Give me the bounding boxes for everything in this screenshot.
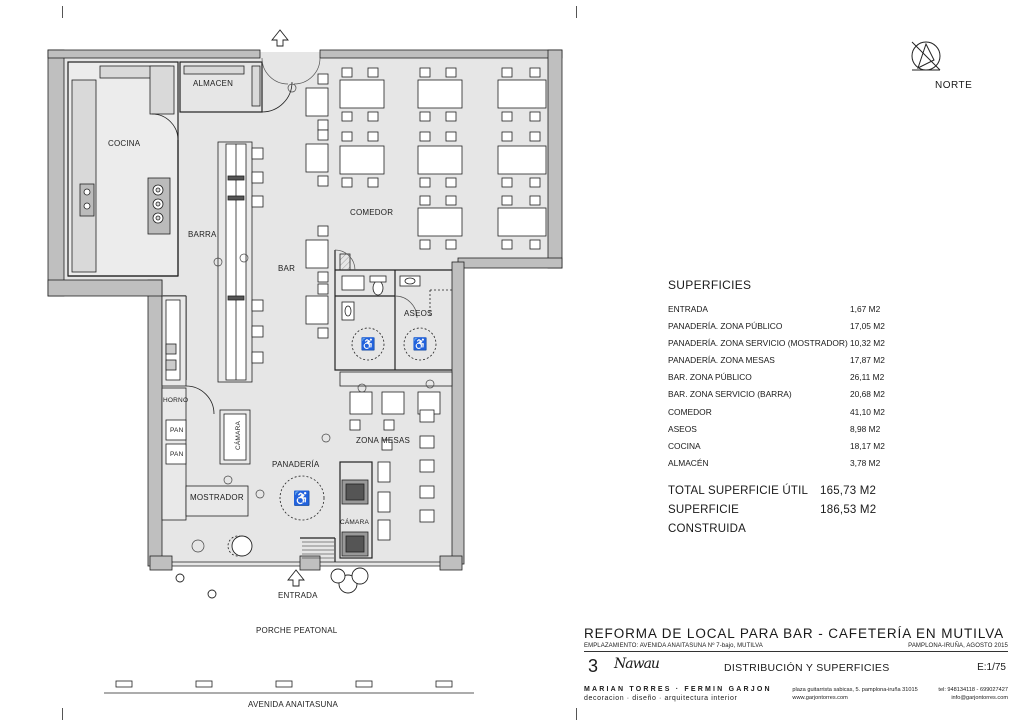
surface-row: BAR. ZONA SERVICIO (BARRA)20,68 M2 — [668, 389, 885, 400]
project-date: PAMPLONA-IRUÑA, AGOSTO 2015 — [908, 643, 1008, 649]
accessible-icon: ♿ — [413, 337, 428, 351]
exterior-walls — [47, 49, 563, 567]
signature: Nawau — [614, 656, 660, 672]
exterior-planters — [175, 535, 369, 599]
north-arrow-icon — [911, 41, 941, 71]
room-label-barra: BARRA — [188, 230, 217, 239]
dining-tables — [339, 67, 547, 250]
room-label-horno: HORNO — [163, 397, 188, 404]
cold-rooms — [341, 479, 369, 557]
firm-info: MARIAN TORRES · FERMIN GARJON decoracion… — [584, 686, 1008, 702]
firm-tagline: decoracion · diseño · arquitectura inter… — [584, 695, 738, 702]
crop-mark — [576, 6, 577, 18]
entrance-threshold — [302, 541, 334, 559]
label-porche-peatonal: PORCHE PEATONAL — [256, 626, 338, 635]
room-label-panaderia: PANADERÍA — [272, 460, 320, 469]
room-label-pan-2: PAN — [170, 451, 184, 458]
kitchen-equipment — [71, 65, 179, 273]
bakery-counter — [161, 295, 251, 521]
label-avenida: AVENIDA ANAITASUNA — [248, 700, 338, 709]
bakery-tables — [339, 371, 453, 541]
sheet-scale: E:1/75 — [977, 662, 1006, 673]
decorative-figures — [191, 83, 435, 553]
room-label-bar: BAR — [278, 264, 295, 273]
firm-name: MARIAN TORRES · FERMIN GARJON — [584, 686, 772, 693]
sheet-title: DISTRIBUCIÓN Y SUPERFICIES — [724, 662, 890, 674]
room-label-zona-mesas: ZONA MESAS — [356, 436, 410, 445]
crop-mark — [62, 6, 63, 18]
crop-mark — [62, 708, 63, 720]
room-label-cocina: COCINA — [108, 139, 141, 148]
room-label-camara-2: CÁMARA — [340, 517, 369, 526]
crop-mark — [576, 708, 577, 720]
room-label-camara-1: CÁMARA — [233, 421, 242, 450]
bar-counter — [217, 141, 253, 383]
accessible-icon: ♿ — [361, 337, 376, 351]
surface-row: PANADERÍA. ZONA SERVICIO (MOSTRADOR)10,3… — [668, 338, 885, 349]
bar-tables — [305, 73, 329, 339]
firm-phone: tel: 948134118 - 699027427 — [938, 687, 1008, 693]
title-block: REFORMA DE LOCAL PARA BAR - CAFETERÍA EN… — [584, 626, 1008, 702]
room-label-pan-1: PAN — [170, 427, 184, 434]
firm-web: www.garjontorres.com — [792, 695, 848, 701]
surfaces-title: SUPERFICIES — [668, 278, 752, 292]
restroom-fixtures — [339, 253, 452, 361]
sheet-number: 3 — [588, 656, 599, 676]
north-label: NORTE — [935, 80, 973, 91]
street-markers — [104, 680, 474, 694]
firm-email: info@garjontorres.com — [951, 695, 1008, 701]
divider — [584, 651, 1008, 652]
room-label-aseos: ASEOS — [404, 309, 433, 318]
project-title: REFORMA DE LOCAL PARA BAR - CAFETERÍA EN… — [584, 626, 1005, 641]
firm-address: plaza guitarrista sabicas, 5. pamplona-i… — [792, 687, 918, 693]
door-swings — [261, 57, 418, 319]
project-location: EMPLAZAMIENTO: AVENIDA ANAITASUNA Nº 7-b… — [584, 643, 763, 649]
accessible-icon: ♿ — [293, 490, 310, 507]
entrance-arrow-icon — [271, 29, 305, 587]
label-entrada: ENTRADA — [278, 591, 318, 600]
project-location-line: EMPLAZAMIENTO: AVENIDA ANAITASUNA Nº 7-b… — [584, 643, 1008, 649]
sheet-info: 3 Nawau DISTRIBUCIÓN Y SUPERFICIES E:1/7… — [584, 652, 1008, 686]
room-label-mostrador: MOSTRADOR — [190, 493, 244, 502]
storage-shelving — [183, 65, 293, 113]
facade — [149, 555, 463, 571]
bar-stools — [251, 147, 264, 364]
room-label-almacen: ALMACEN — [193, 79, 233, 88]
room-label-comedor: COMEDOR — [350, 208, 393, 217]
